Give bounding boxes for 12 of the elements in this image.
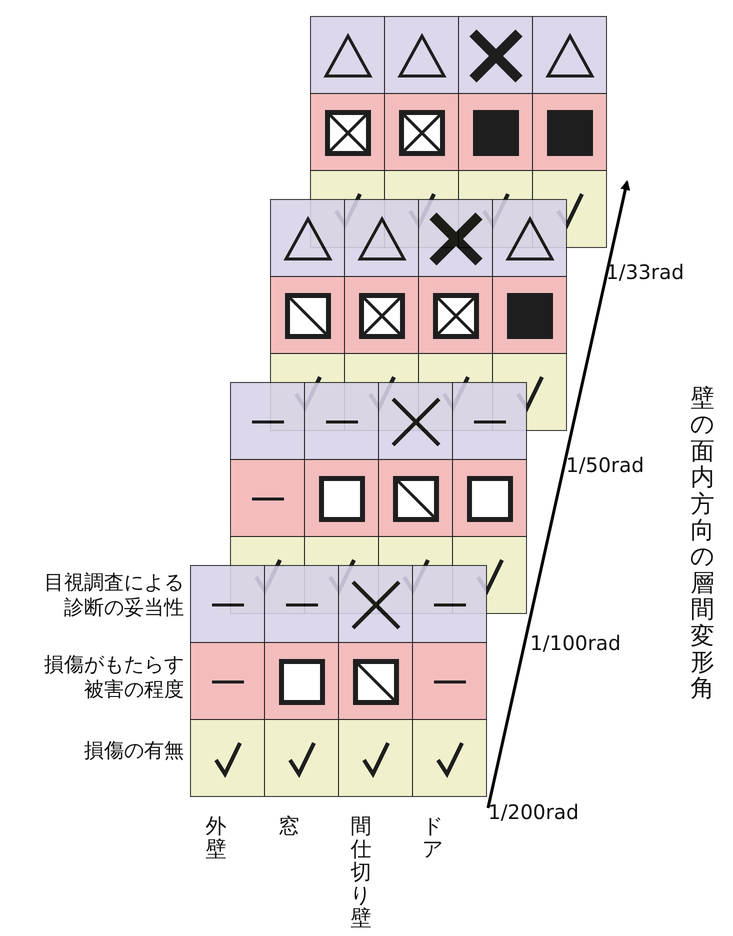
rad-label: 1/50rad — [566, 453, 644, 478]
column-header: 外壁 — [205, 815, 228, 862]
row-header: 損傷がもたらす被害の程度 — [43, 652, 184, 702]
column-header: 間仕切り壁 — [350, 815, 372, 930]
row-header: 目視調査による診断の妥当性 — [43, 570, 184, 620]
row-header: 損傷の有無 — [83, 738, 184, 763]
axis-label: 壁の面内方向の層間変形角 — [690, 385, 716, 702]
rad-label: 1/200rad — [488, 800, 579, 825]
rad-label: 1/33rad — [606, 260, 684, 285]
rad-label: 1/100rad — [530, 631, 621, 656]
column-header: ドア — [422, 815, 444, 862]
column-header: 窓 — [278, 815, 300, 838]
